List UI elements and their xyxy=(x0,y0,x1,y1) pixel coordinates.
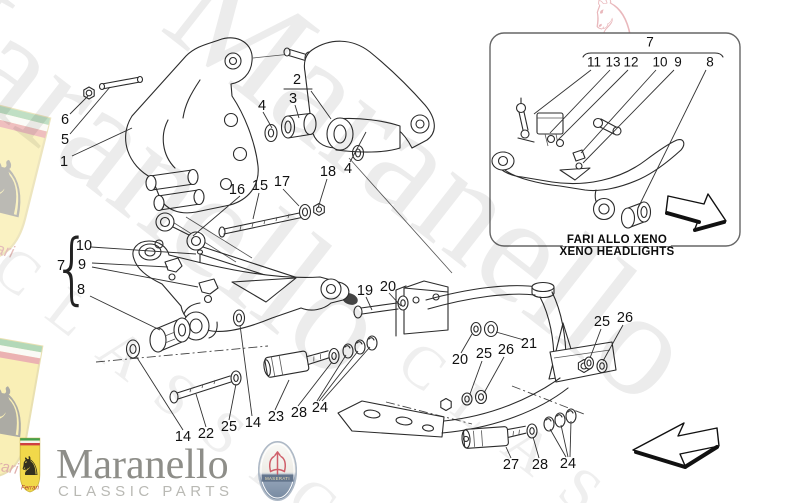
inset-arm-drawing xyxy=(491,139,685,229)
steering-knuckle-drawing xyxy=(125,37,259,214)
ferrari-badge-icon: ♞ Ferrari xyxy=(19,437,41,493)
brand-logo-text: Maranello xyxy=(56,442,229,488)
rear-fasteners-drawing xyxy=(461,408,577,449)
svg-text:Ferrari: Ferrari xyxy=(0,453,20,478)
leader-lines xyxy=(69,86,624,459)
svg-text:Ferrari: Ferrari xyxy=(21,486,39,492)
lower-arm-drawing xyxy=(125,239,350,359)
trident-icon xyxy=(269,451,286,475)
inset-sensor-drawing xyxy=(515,97,622,148)
inset-box xyxy=(489,32,741,247)
subframe-drawing xyxy=(337,280,617,438)
lower-fasteners-drawing xyxy=(169,335,378,404)
svg-text:♞: ♞ xyxy=(19,452,41,482)
inset-caption-line1: FARI ALLO XENO xyxy=(562,234,672,246)
pin-and-nut-drawing xyxy=(83,75,144,100)
wave-washers-24b xyxy=(543,408,577,432)
inset-leader-lines xyxy=(533,69,707,209)
inset-caption-line2: XENO HEADLIGHTS xyxy=(559,246,675,258)
ferrari-shield-watermark-icon: ♞ Ferrari xyxy=(0,336,44,478)
svg-text:MASERATI: MASERATI xyxy=(265,476,290,481)
brand-tagline: CLASSIC PARTS xyxy=(58,483,234,500)
upper-arm-drawing xyxy=(264,40,435,162)
wave-washers-24a xyxy=(342,335,378,359)
maserati-badge-icon: MASERATI xyxy=(258,441,297,501)
inset-direction-arrow-icon xyxy=(665,193,727,232)
direction-arrow-icon xyxy=(632,422,720,469)
